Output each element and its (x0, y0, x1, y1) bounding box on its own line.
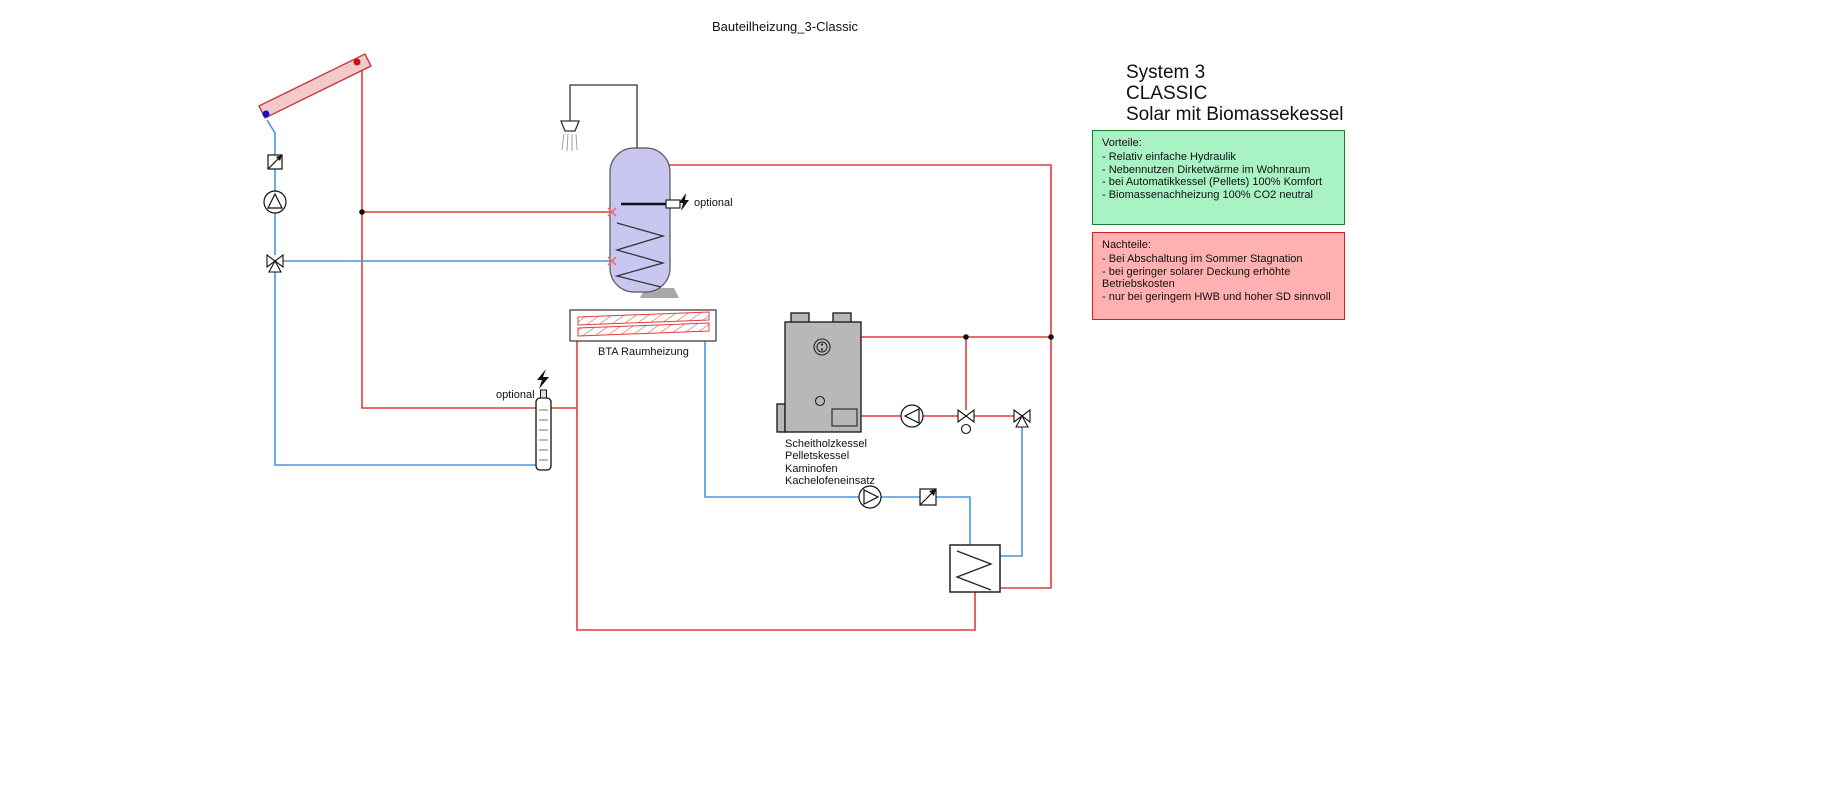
vorteile-box: Vorteile: - Relativ einfache Hydraulik -… (1092, 130, 1345, 225)
bta-raumheizung (569, 309, 717, 342)
three-way-valve (1013, 408, 1031, 428)
heat-exchanger (949, 544, 1001, 593)
tank-solar-coil (614, 222, 666, 288)
solar-pump-icon (263, 190, 287, 214)
boiler-label-line: Scheitholzkessel (785, 438, 867, 450)
boiler-gauge (814, 395, 826, 407)
boiler-burner-dial (813, 338, 831, 356)
optional-tank-element-label: optional (694, 197, 733, 209)
return-check-valve (919, 488, 937, 506)
return-pump-icon (858, 485, 882, 509)
shower-icon (560, 84, 638, 152)
vorteile-title: Vorteile: (1102, 137, 1142, 149)
boiler-label-line: Kachelofeneinsatz (785, 475, 875, 488)
vorteile-item: - Relativ einfache Hydraulik (1102, 150, 1236, 163)
vorteile-item: - Biomassenachheizung 100% CO2 neutral (1102, 189, 1313, 202)
boiler-foot (776, 403, 786, 433)
biomass-boiler (776, 312, 862, 433)
pipe-junction-dots (359, 209, 1054, 340)
valve-actuator (960, 423, 972, 435)
boiler-door (831, 408, 858, 427)
nachteile-item: - nur bei geringem HWB und hoher SD sinn… (1102, 291, 1331, 304)
collector-hot-port (353, 58, 361, 66)
system-heading-line: Solar mit Biomassekessel (1126, 104, 1344, 125)
inline-electric-heater (535, 369, 552, 471)
nachteile-item: - Bei Abschaltung im Sommer Stagnation (1102, 252, 1303, 265)
solar-check-valve (267, 154, 283, 170)
collector-cold-port (262, 110, 270, 118)
solar-three-way-valve (266, 253, 284, 273)
tank-port-marks (607, 207, 617, 266)
cold-pipes (266, 119, 1023, 557)
page-title: Bauteilheizung_3-Classic (712, 19, 858, 34)
vorteile-item: - Nebennutzen Dirketwärme im Wohnraum (1102, 163, 1311, 176)
boiler-label-line: Kaminofen (785, 462, 838, 475)
bta-label: BTA Raumheizung (598, 346, 689, 358)
system-heading-line: CLASSIC (1126, 83, 1208, 104)
system-heading-line: System 3 (1126, 62, 1206, 83)
nachteile-box: Nachteile: - Bei Abschaltung im Sommer S… (1092, 232, 1345, 320)
boiler-body (784, 321, 862, 433)
storage-tank (607, 147, 689, 298)
lightning-icon (679, 193, 689, 211)
boiler-pump-icon (900, 404, 924, 428)
system-heading: System 3 CLASSIC Solar mit Biomassekesse… (1126, 62, 1344, 125)
mixing-valve (957, 408, 975, 435)
boiler-label-line: Pelletskessel (785, 450, 850, 463)
nachteile-title: Nachteile: (1102, 239, 1151, 251)
optional-heater-label: optional (496, 389, 535, 401)
hot-pipes (361, 63, 1052, 631)
vorteile-item: - bei Automatikkessel (Pellets) 100% Kom… (1102, 176, 1323, 189)
lightning-icon (537, 369, 549, 389)
boiler-label: Scheitholzkessel Pelletskessel Kaminofen… (785, 438, 875, 488)
tank-element-flange (665, 199, 681, 209)
nachteile-item: - bei geringer solarer Deckung erhöhte B… (1102, 265, 1291, 291)
